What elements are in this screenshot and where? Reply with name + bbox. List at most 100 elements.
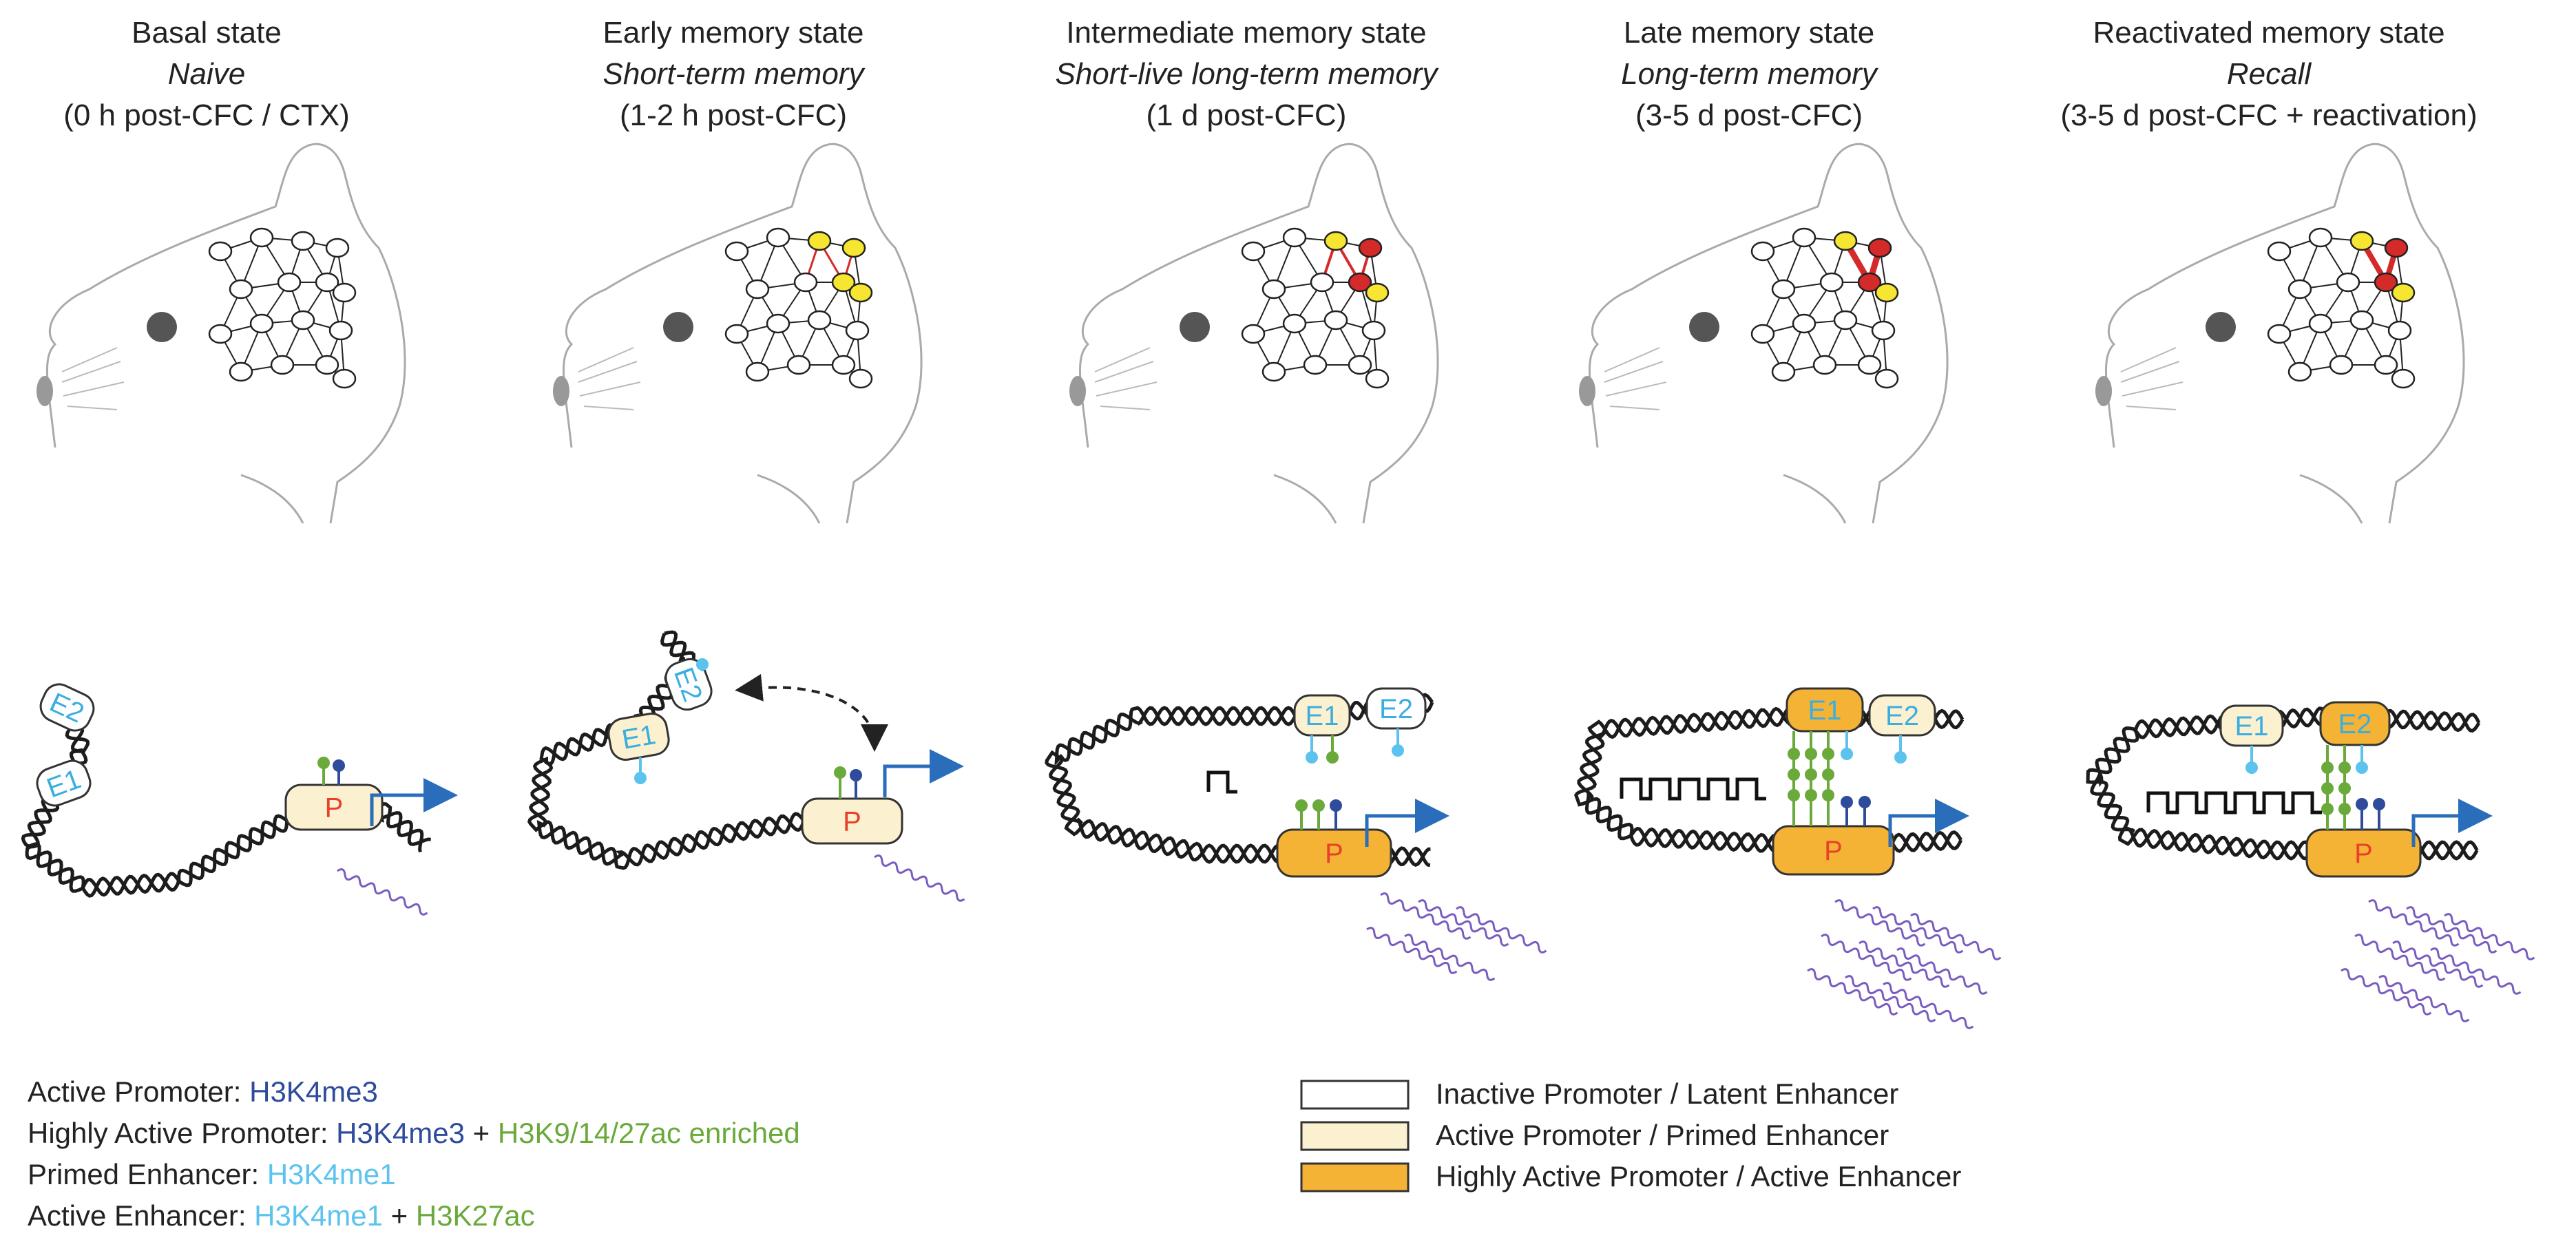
enhancer-e1: E1 [607,713,670,761]
promoter: P [1772,825,1895,876]
neuron [291,310,315,330]
mouse-whisker [1096,381,1158,397]
mouse-nose [1069,376,1086,406]
neuron [1871,320,1896,341]
neuronal-activity-trace [1620,777,1766,801]
legend-active-promoter: Active Promoter: H3K4me3 [28,1075,378,1108]
mouse-whisker [67,406,118,410]
panel-state-title: Late memory state [1624,16,1874,50]
h3k4me3-mark [2356,798,2368,830]
neuronal-network [1241,227,1390,389]
promoter: P [284,784,384,831]
engram-neuron [1365,282,1390,303]
mouse-whisker [1605,381,1667,397]
mouse-whisker [578,347,634,372]
mouse-eye [2206,312,2236,342]
engram-neuron [1833,231,1858,251]
neuron [2387,320,2412,341]
panel-state-title: Basal state [132,16,282,50]
svg-text:E2: E2 [1379,694,1413,724]
mouse-eye [147,312,177,342]
svg-text:P: P [325,793,344,823]
neuron [328,320,353,341]
neuron [1241,324,1266,344]
legend-label: Inactive Promoter / Latent Enhancer [1436,1077,1898,1110]
mouse-eye [1689,312,1719,342]
panel-memory-type: Naive [168,57,246,91]
neuron [249,227,274,248]
transcription-start-arrow [2411,799,2493,847]
neuron [1303,355,1328,375]
neuron [1282,227,1307,248]
legend-swatch [1300,1121,1410,1151]
svg-text:E1: E1 [1306,701,1339,731]
neuron [1771,279,1796,299]
mrna-transcripts [874,854,965,902]
neuron [793,272,818,293]
mrna-transcripts [1807,899,2002,1029]
svg-text:E1: E1 [1808,695,1842,726]
neuronal-network [1750,227,1899,389]
mouse-whisker [1094,361,1154,383]
transcription-start-arrow [1888,799,1969,847]
neuron [1241,241,1266,262]
panel-state-title: Intermediate memory state [1066,16,1426,50]
state-color-legend: Inactive Promoter / Latent EnhancerActiv… [1300,1077,1961,1192]
mouse-nose [553,376,569,406]
neuron [1750,324,1775,344]
engram-neuron [848,282,873,303]
neuron [277,272,302,293]
panel-memory-type: Short-live long-term memory [1055,57,1439,91]
acetylation-mark [1295,799,1308,830]
mouse-brain-3 [1069,143,1439,524]
neuron [270,355,295,375]
neuron [2287,279,2312,299]
enhancer-e1: E1 [1293,694,1351,737]
svg-text:E2: E2 [2338,709,2372,739]
neuron [2349,310,2374,330]
neuronal-network [724,227,873,389]
legend-label: Highly Active Promoter / Active Enhancer [1436,1160,1961,1192]
mrna-transcripts [337,868,428,916]
neuron [2329,355,2354,375]
panel-timepoint: (3-5 d post-CFC + reactivation) [2060,98,2477,132]
legend-swatch [1300,1080,1410,1110]
h3k4me1-mark [1841,731,1853,760]
neuron [1261,279,1286,299]
acetylation-mark [317,757,330,785]
mouse-eye [1180,312,1210,342]
neuron [1261,361,1286,382]
panel-timepoint: (1-2 h post-CFC) [620,98,847,132]
neuron [807,310,832,330]
transcription-start-arrow [883,749,964,797]
svg-text:E1: E1 [2235,711,2269,742]
neuron [2267,241,2292,262]
neuron [848,368,873,389]
neuron [2267,324,2292,344]
svg-text:P: P [1325,839,1343,869]
neuron [2308,227,2333,248]
h3k4me3-mark [1858,796,1871,826]
engram-neuron [1358,238,1383,258]
neuron [1874,368,1899,389]
enhancer-e2: E2 [1365,687,1427,730]
neuron [745,361,770,382]
mouse-whisker [2122,381,2184,397]
mouse-whisker [1094,347,1151,372]
mouse-nose [2095,376,2112,406]
engram-neuron [1867,238,1892,258]
enhancer-e1: E1 [1786,687,1864,733]
panel-memory-type: Short-term memory [603,57,866,91]
svg-text:E1: E1 [620,719,658,755]
legend-label: Active Promoter / Primed Enhancer [1436,1119,1889,1151]
mouse-whisker [579,381,641,397]
engram-neuron [807,231,832,251]
enhancer-e2: E2 [1868,694,1936,737]
h3k4me1-mark [2245,746,2258,774]
promoter: P [1276,828,1392,878]
